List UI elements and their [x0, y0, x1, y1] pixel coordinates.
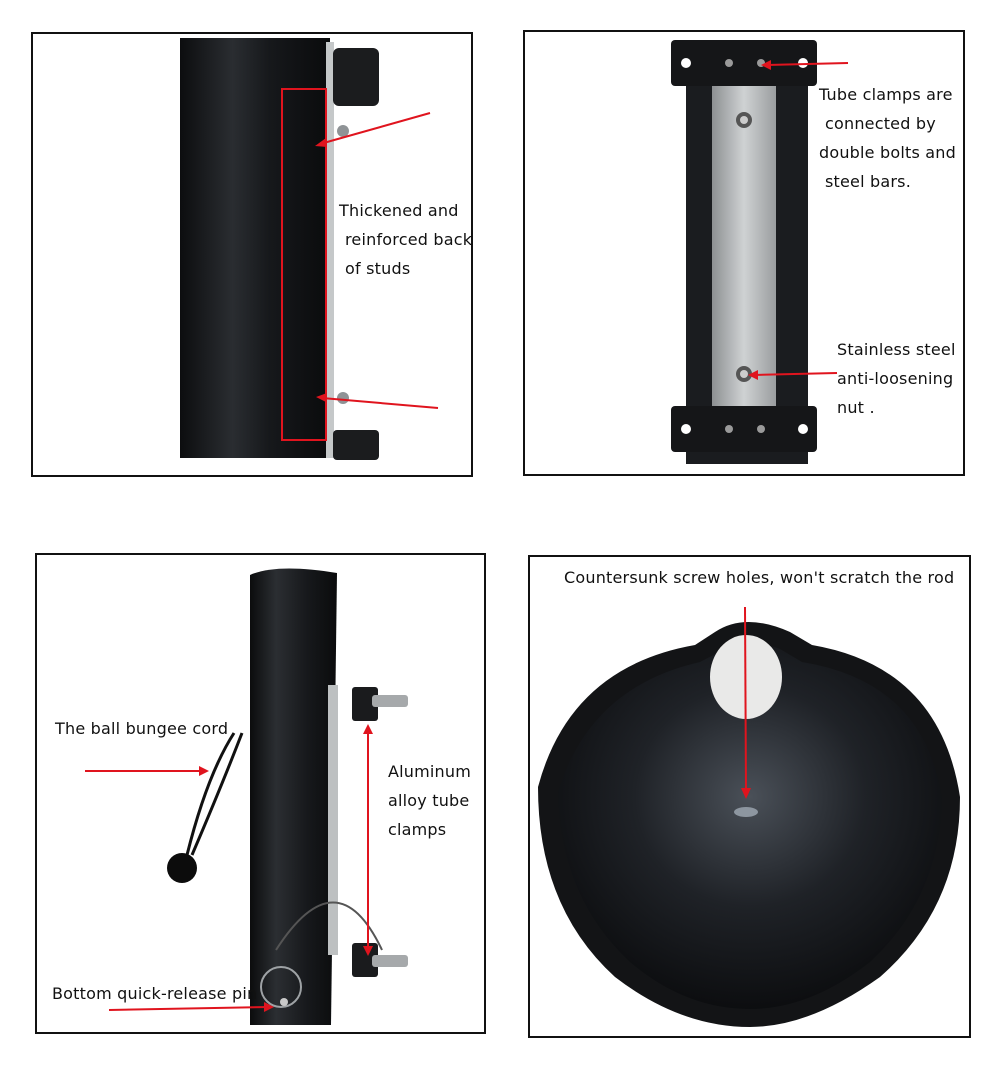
panel-side-view: The ball bungee cord Aluminum alloy tube… [35, 553, 486, 1034]
label-line: Tube clamps are [819, 85, 953, 104]
clamp-label: Aluminum alloy tube clamps [388, 757, 471, 844]
label-line: Aluminum [388, 762, 472, 781]
label-line: connected by [825, 114, 936, 133]
label-line: reinforced back [345, 230, 473, 249]
photo-top-view [538, 606, 960, 1027]
clamps-label-b: Stainless steel anti-loosening nut . [837, 335, 956, 422]
label-line: nut . [837, 398, 875, 417]
label-line: clamps [388, 820, 447, 839]
label-line: alloy tube [388, 791, 470, 810]
photo-clamps [671, 40, 849, 464]
top-caption: Countersunk screw holes, won't scratch t… [564, 568, 955, 587]
panel-reinforced-back: Thickened and reinforced back of studs [31, 32, 473, 477]
pin-label: Bottom quick-release pin [52, 984, 258, 1003]
label-line: steel bars. [825, 172, 911, 191]
back-label: Thickened and reinforced back of studs [339, 196, 473, 283]
label-line: of studs [345, 259, 411, 278]
label-line: anti-loosening [837, 369, 954, 388]
panel-top-view: Countersunk screw holes, won't scratch t… [528, 555, 971, 1038]
label-line: Thickened and [339, 201, 459, 220]
label-line: double bolts and [819, 143, 957, 162]
photo-side-view [85, 568, 408, 1025]
panel-clamps: Tube clamps are connected by double bolt… [523, 30, 965, 476]
bungee-label: The ball bungee cord [55, 719, 229, 738]
clamps-label-a: Tube clamps are connected by double bolt… [819, 80, 956, 196]
highlight-box [281, 88, 327, 441]
label-line: Stainless steel [837, 340, 956, 359]
photo-tube-back [180, 38, 439, 460]
